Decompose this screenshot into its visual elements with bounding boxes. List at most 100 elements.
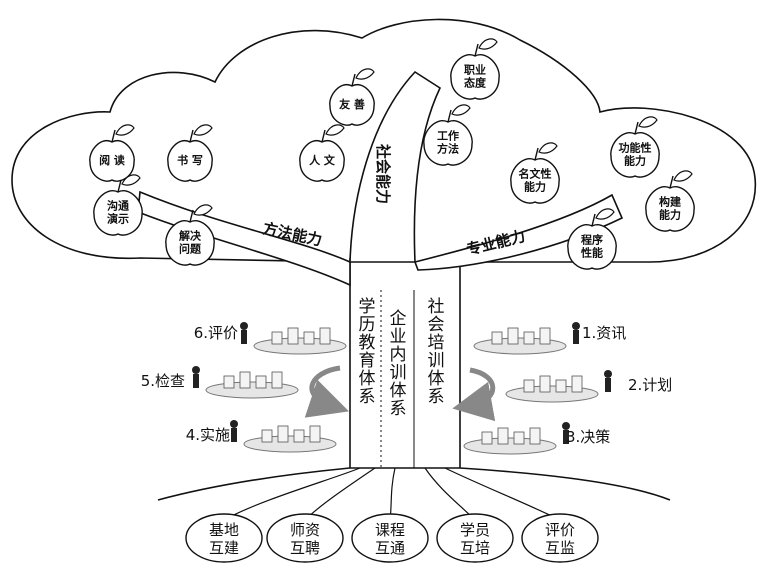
leaf-icon bbox=[325, 124, 345, 136]
step-figure bbox=[303, 331, 315, 345]
trunk-char: 训 bbox=[390, 363, 407, 383]
root-label: 互建 bbox=[209, 539, 239, 557]
step-platform bbox=[505, 385, 599, 403]
apples-group: 阅 读书 写沟通演示解决问题友 善人 文职业态度工作方法名文性能力功能性能力构建… bbox=[89, 38, 695, 270]
leaf-icon bbox=[121, 174, 141, 186]
apple-label: 态度 bbox=[464, 76, 487, 90]
step-figure bbox=[223, 375, 235, 389]
root-label: 基地 bbox=[209, 521, 239, 539]
step-platform bbox=[473, 337, 567, 355]
trunk-char: 训 bbox=[428, 351, 445, 371]
root-label: 互通 bbox=[375, 539, 405, 557]
step-info: 1.资讯 bbox=[473, 322, 626, 355]
step-evaluate: 6.评价 bbox=[194, 322, 347, 355]
step-figure bbox=[555, 379, 567, 393]
root-label: 互监 bbox=[545, 539, 575, 557]
branch-center bbox=[349, 70, 442, 263]
root-label: 互聘 bbox=[290, 539, 320, 557]
apple-label: 工作 bbox=[437, 129, 459, 143]
apple-stem bbox=[474, 43, 479, 57]
apple-body bbox=[299, 139, 345, 182]
apple-body bbox=[165, 220, 215, 266]
root-bulb bbox=[351, 513, 429, 563]
person-body bbox=[573, 330, 579, 344]
step-label: 4.实施 bbox=[186, 426, 230, 444]
person-icon bbox=[572, 322, 580, 330]
apple-label: 性能 bbox=[581, 246, 603, 260]
leaf-icon bbox=[673, 170, 693, 182]
leaf-icon bbox=[538, 142, 558, 154]
trunk-char: 业 bbox=[390, 327, 407, 347]
apple-body bbox=[645, 186, 695, 232]
step-figure bbox=[239, 371, 251, 389]
step-figure bbox=[491, 331, 503, 345]
trunk-char: 系 bbox=[359, 387, 376, 407]
apple-label: 友 善 bbox=[339, 97, 365, 111]
apple-label: 问题 bbox=[179, 242, 202, 256]
root-bulb bbox=[266, 513, 344, 563]
apple-label: 能力 bbox=[659, 208, 681, 222]
trunk-char: 体 bbox=[390, 381, 407, 401]
person-icon bbox=[562, 422, 570, 430]
apple-body bbox=[89, 139, 135, 182]
apple-stem bbox=[447, 109, 452, 123]
step-figure bbox=[523, 331, 535, 345]
person-body bbox=[193, 374, 199, 388]
apple-label: 阅 读 bbox=[99, 153, 125, 167]
apple-reading: 阅 读 bbox=[89, 124, 135, 182]
step-label: 5.检查 bbox=[141, 372, 185, 390]
apple-label: 构建 bbox=[659, 195, 682, 209]
apple-label: 能力 bbox=[624, 154, 646, 168]
step-platform bbox=[253, 337, 347, 355]
step-figure bbox=[539, 327, 551, 345]
leaf-icon bbox=[193, 124, 213, 136]
person-icon bbox=[192, 366, 200, 374]
apple-label: 职业 bbox=[464, 63, 486, 77]
apple-writing: 书 写 bbox=[167, 124, 213, 182]
root-label: 学员 bbox=[460, 521, 490, 539]
root-label: 课程 bbox=[375, 521, 405, 539]
apple-stem bbox=[189, 129, 194, 143]
step-check: 5.检查 bbox=[141, 366, 299, 399]
apple-label: 功能性 bbox=[619, 141, 652, 155]
root-bulb bbox=[521, 513, 599, 563]
step-label: 1.资讯 bbox=[582, 324, 626, 342]
root-label: 互培 bbox=[460, 539, 490, 557]
step-figure bbox=[287, 327, 299, 345]
apple-friendly: 友 善 bbox=[329, 68, 375, 126]
step-implement: 4.实施 bbox=[186, 420, 337, 453]
step-plan: 2.计划 bbox=[505, 370, 672, 403]
apple-stem bbox=[111, 129, 116, 143]
root-bulb bbox=[436, 513, 514, 563]
apple-label: 方法 bbox=[437, 142, 459, 156]
step-figure bbox=[507, 327, 519, 345]
apple-body bbox=[329, 83, 375, 126]
trunk-char: 内 bbox=[390, 345, 407, 365]
apple-body bbox=[450, 54, 500, 100]
apple-body bbox=[610, 132, 660, 178]
person-body bbox=[241, 330, 247, 344]
person-icon bbox=[230, 420, 238, 428]
root-lines bbox=[223, 467, 561, 521]
leaf-icon bbox=[595, 208, 615, 220]
step-figure bbox=[277, 425, 289, 443]
trunk-char: 培 bbox=[428, 333, 445, 353]
trunk-char: 会 bbox=[428, 315, 445, 335]
root-label: 师资 bbox=[290, 521, 320, 539]
step-platform bbox=[205, 381, 299, 399]
apple-label: 人 文 bbox=[309, 153, 336, 167]
trunk-char: 体 bbox=[428, 369, 445, 389]
root-ground-arc bbox=[157, 467, 671, 501]
apple-body bbox=[167, 139, 213, 182]
step-figure bbox=[271, 371, 283, 389]
